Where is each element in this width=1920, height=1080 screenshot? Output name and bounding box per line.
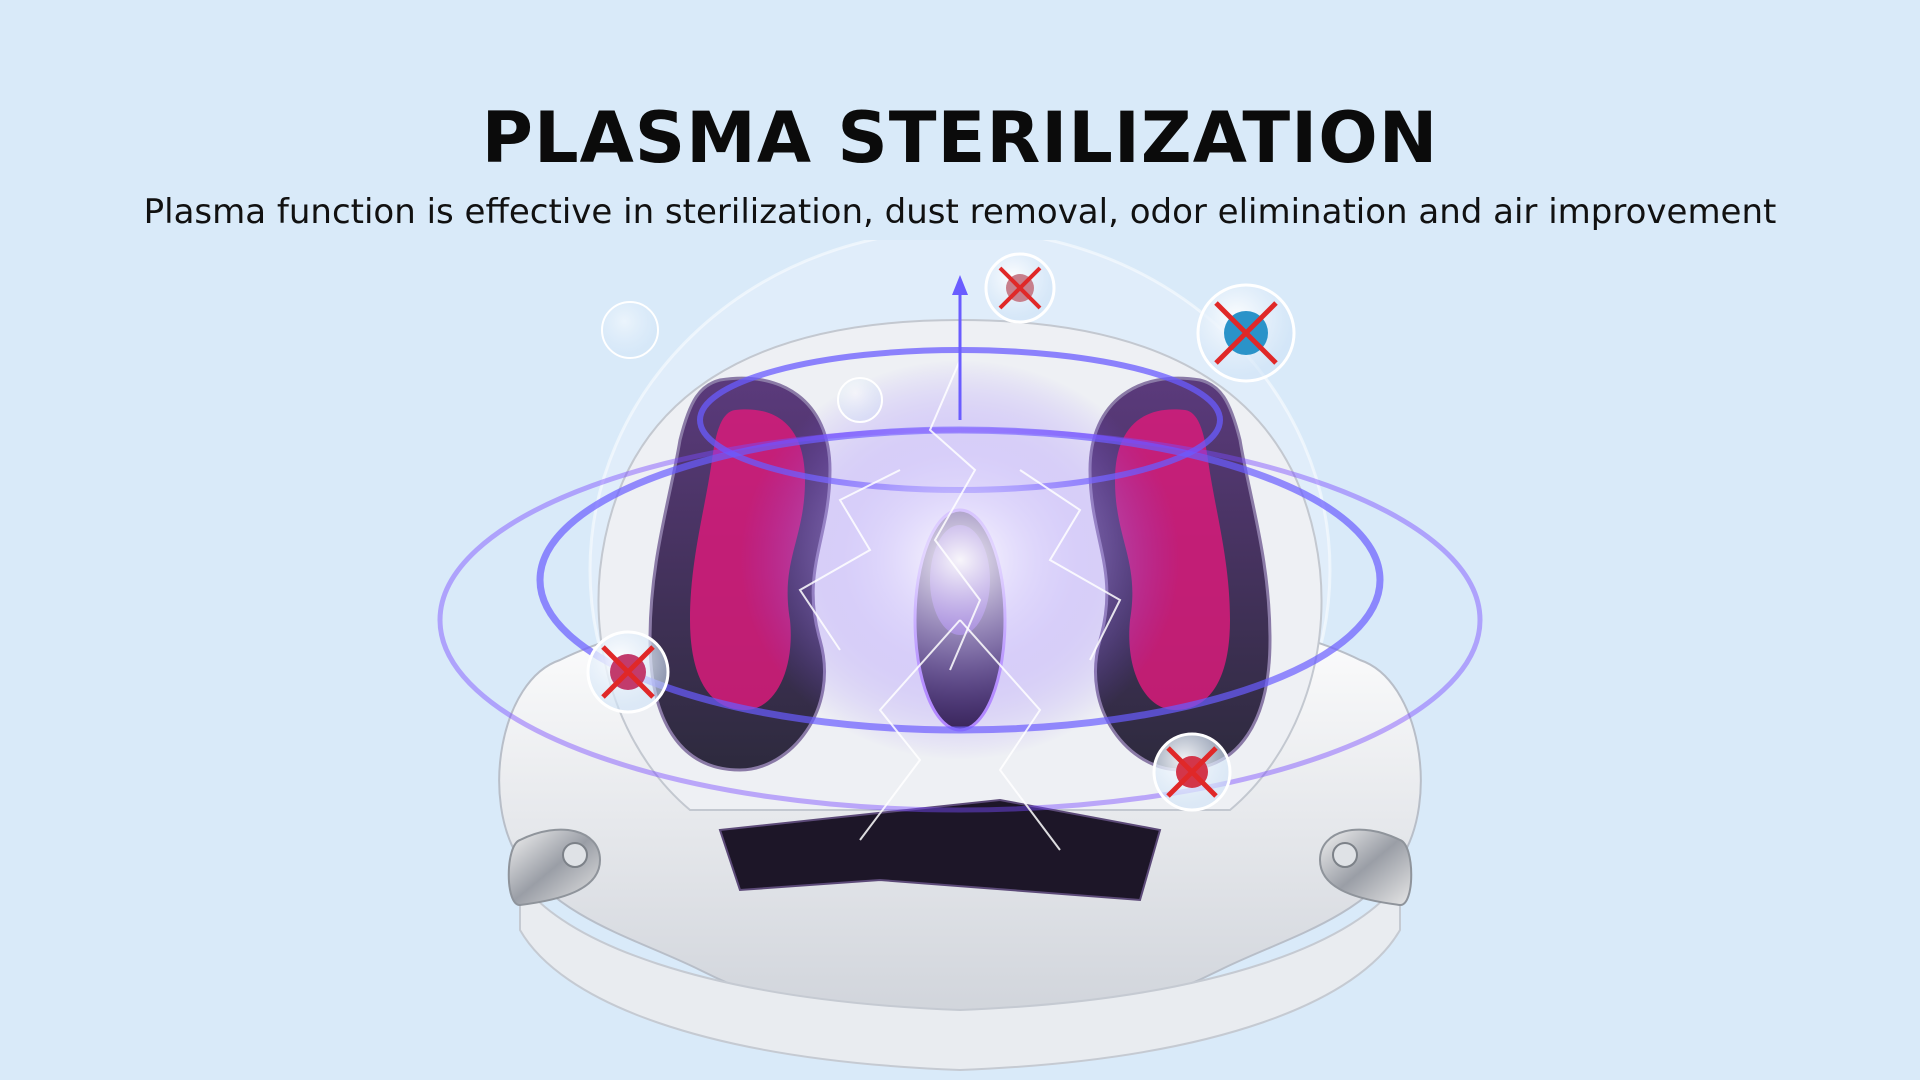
left-electrode <box>507 828 602 907</box>
decorative-bubbles <box>601 301 883 423</box>
up-arrow-icon <box>952 275 968 420</box>
page-title: PLASMA STERILIZATION <box>481 97 1439 179</box>
page-subtitle: Plasma function is effective in steriliz… <box>143 192 1777 232</box>
virus-blocked-icon <box>586 630 670 714</box>
lower-display <box>718 798 1162 902</box>
plasma-massager-illustration <box>437 240 1483 1072</box>
right-electrode <box>1318 828 1413 907</box>
plasma-glow <box>740 360 1180 760</box>
lightning-bolts <box>798 359 1122 851</box>
virus-blocked-icon <box>984 252 1056 324</box>
virus-blocked-icon <box>1196 283 1296 383</box>
virus-blocked-icon <box>1152 732 1232 812</box>
